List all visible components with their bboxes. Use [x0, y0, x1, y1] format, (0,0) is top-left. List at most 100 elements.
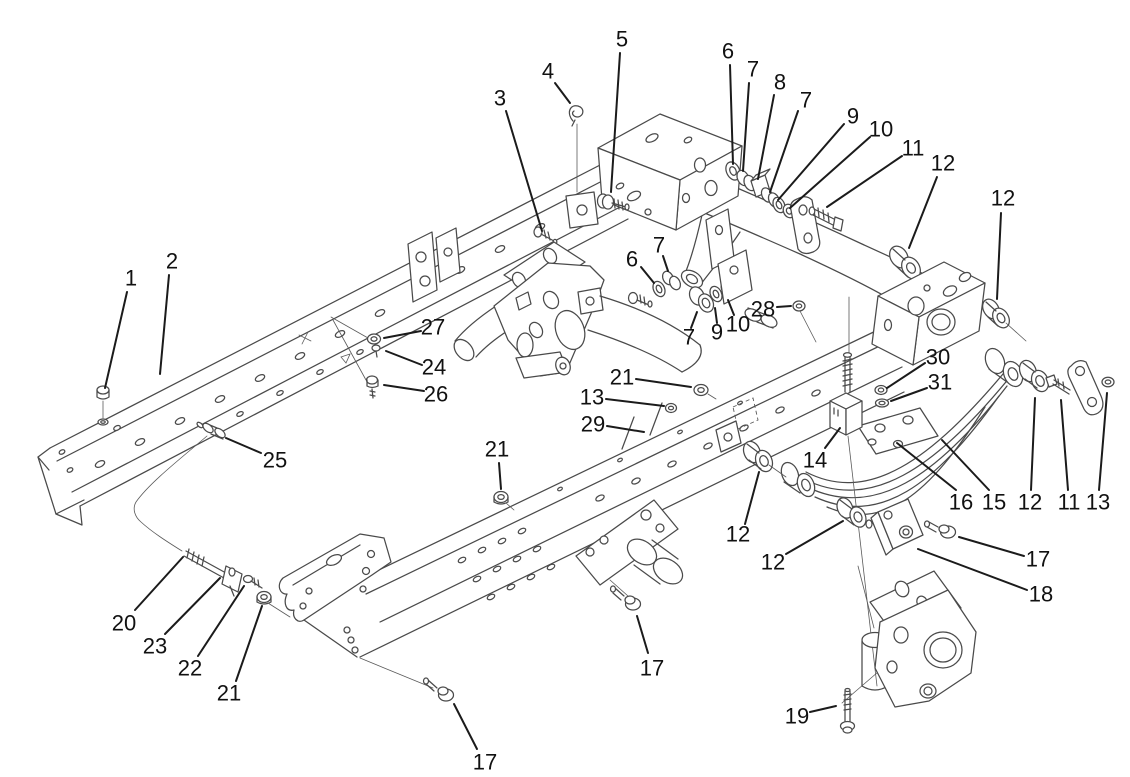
callout-label-19: 13	[580, 385, 604, 410]
callout-label-0: 1	[125, 266, 137, 291]
shackle-link	[1045, 360, 1115, 416]
callout-label-8: 7	[800, 88, 812, 113]
rail-end-block	[871, 261, 986, 366]
isolator-block-14	[829, 392, 863, 436]
callout-leader-18	[635, 378, 692, 388]
bolt-17-right	[923, 520, 957, 539]
callout-label-4: 5	[616, 27, 628, 52]
callout-leader-4	[610, 52, 621, 193]
callout-label-14: 27	[421, 315, 445, 340]
callout-leader-42	[197, 585, 245, 657]
callout-label-41: 23	[143, 634, 167, 659]
rail-hole-cluster	[457, 389, 821, 601]
callout-leader-9	[777, 123, 845, 201]
rail-hanger-bracket	[407, 227, 461, 303]
caster-bracket-middle	[453, 241, 702, 379]
callout-leader-5	[729, 64, 734, 165]
callout-leader-14	[383, 330, 422, 339]
callout-label-30: 17	[1026, 547, 1050, 572]
callout-label-27: 12	[1018, 490, 1042, 515]
callout-label-5: 6	[722, 39, 734, 64]
callout-leader-46	[809, 705, 837, 713]
callout-label-24: 31	[928, 370, 952, 395]
callout-leader-2	[505, 110, 543, 232]
nut-21-mid	[493, 490, 515, 511]
callout-leader-43	[235, 605, 263, 682]
rail-end-channel	[278, 533, 392, 658]
callout-leader-17	[225, 437, 262, 454]
callout-label-45: 17	[640, 656, 664, 681]
callout-label-23: 30	[926, 345, 950, 370]
callout-label-35: 6	[626, 247, 638, 272]
callout-label-29: 13	[1086, 490, 1110, 515]
callout-leader-24	[890, 387, 928, 402]
callout-label-20: 29	[581, 412, 605, 437]
callout-label-37: 7	[683, 325, 695, 350]
callout-leader-31	[917, 548, 1028, 591]
callout-label-2: 3	[494, 86, 506, 111]
callout-leader-35	[640, 266, 655, 284]
caster-bracket-lower	[841, 565, 977, 708]
callout-label-38: 9	[711, 320, 723, 345]
callout-label-7: 8	[774, 70, 786, 95]
callout-leader-15	[385, 350, 423, 366]
callout-leader-6	[742, 82, 750, 172]
callout-leader-45	[636, 615, 649, 654]
callout-leader-37	[690, 311, 698, 329]
callout-label-13: 12	[991, 186, 1015, 211]
nut-21-upper	[693, 383, 717, 400]
callout-label-3: 4	[542, 59, 554, 84]
rail-mid-bracket	[575, 499, 684, 597]
spring-hanger-18	[836, 497, 924, 556]
bolt-19	[839, 687, 856, 734]
callout-leader-28	[1060, 399, 1069, 491]
callout-label-22: 14	[803, 448, 827, 473]
bushing-12-right	[982, 298, 1027, 342]
callout-leader-16	[383, 384, 425, 392]
callout-label-21: 21	[485, 437, 509, 462]
callout-leader-10	[789, 136, 871, 209]
callout-leader-41	[164, 577, 221, 635]
callout-label-17: 25	[263, 448, 287, 473]
callout-leader-3	[554, 82, 571, 104]
callout-label-10: 10	[869, 117, 893, 142]
callout-label-32: 12	[726, 522, 750, 547]
callout-label-42: 22	[178, 656, 202, 681]
callout-label-39: 10	[726, 312, 750, 337]
callout-leader-40	[134, 556, 184, 611]
callout-label-18: 21	[610, 365, 634, 390]
spring-plate-16	[857, 407, 939, 455]
callout-leader-12	[908, 176, 938, 249]
nut-13-upper	[664, 402, 678, 414]
callout-leader-11	[826, 155, 903, 208]
callout-label-34: 28	[751, 297, 775, 322]
callout-label-31: 18	[1029, 582, 1053, 607]
callout-leader-21	[498, 462, 502, 490]
callout-leader-30	[958, 536, 1025, 557]
rail-holes	[58, 204, 581, 473]
bushing-12-spring-rear	[1018, 359, 1050, 393]
callout-leader-19	[605, 398, 665, 407]
callout-label-1: 2	[166, 249, 178, 274]
callout-leader-26	[941, 439, 990, 491]
brake-rod-linkage	[133, 421, 291, 618]
callout-label-11: 11	[902, 136, 925, 161]
callout-leader-27	[1030, 397, 1036, 491]
callout-leader-7	[757, 94, 775, 180]
lower-frame-rail	[278, 261, 986, 689]
callout-leader-0	[104, 291, 128, 389]
callout-label-36: 7	[653, 233, 665, 258]
callout-leader-34	[776, 305, 792, 308]
callout-leader-23	[886, 362, 926, 389]
callout-label-25: 16	[949, 490, 973, 515]
bolt-17-mid	[609, 585, 642, 611]
callout-label-16: 26	[424, 382, 448, 407]
callout-label-40: 20	[112, 611, 136, 636]
callout-leader-38	[714, 307, 718, 324]
callout-leader-29	[1098, 392, 1108, 491]
callout-leader-44	[453, 703, 478, 750]
callout-leader-13	[996, 212, 1002, 300]
callout-label-43: 21	[217, 681, 241, 706]
